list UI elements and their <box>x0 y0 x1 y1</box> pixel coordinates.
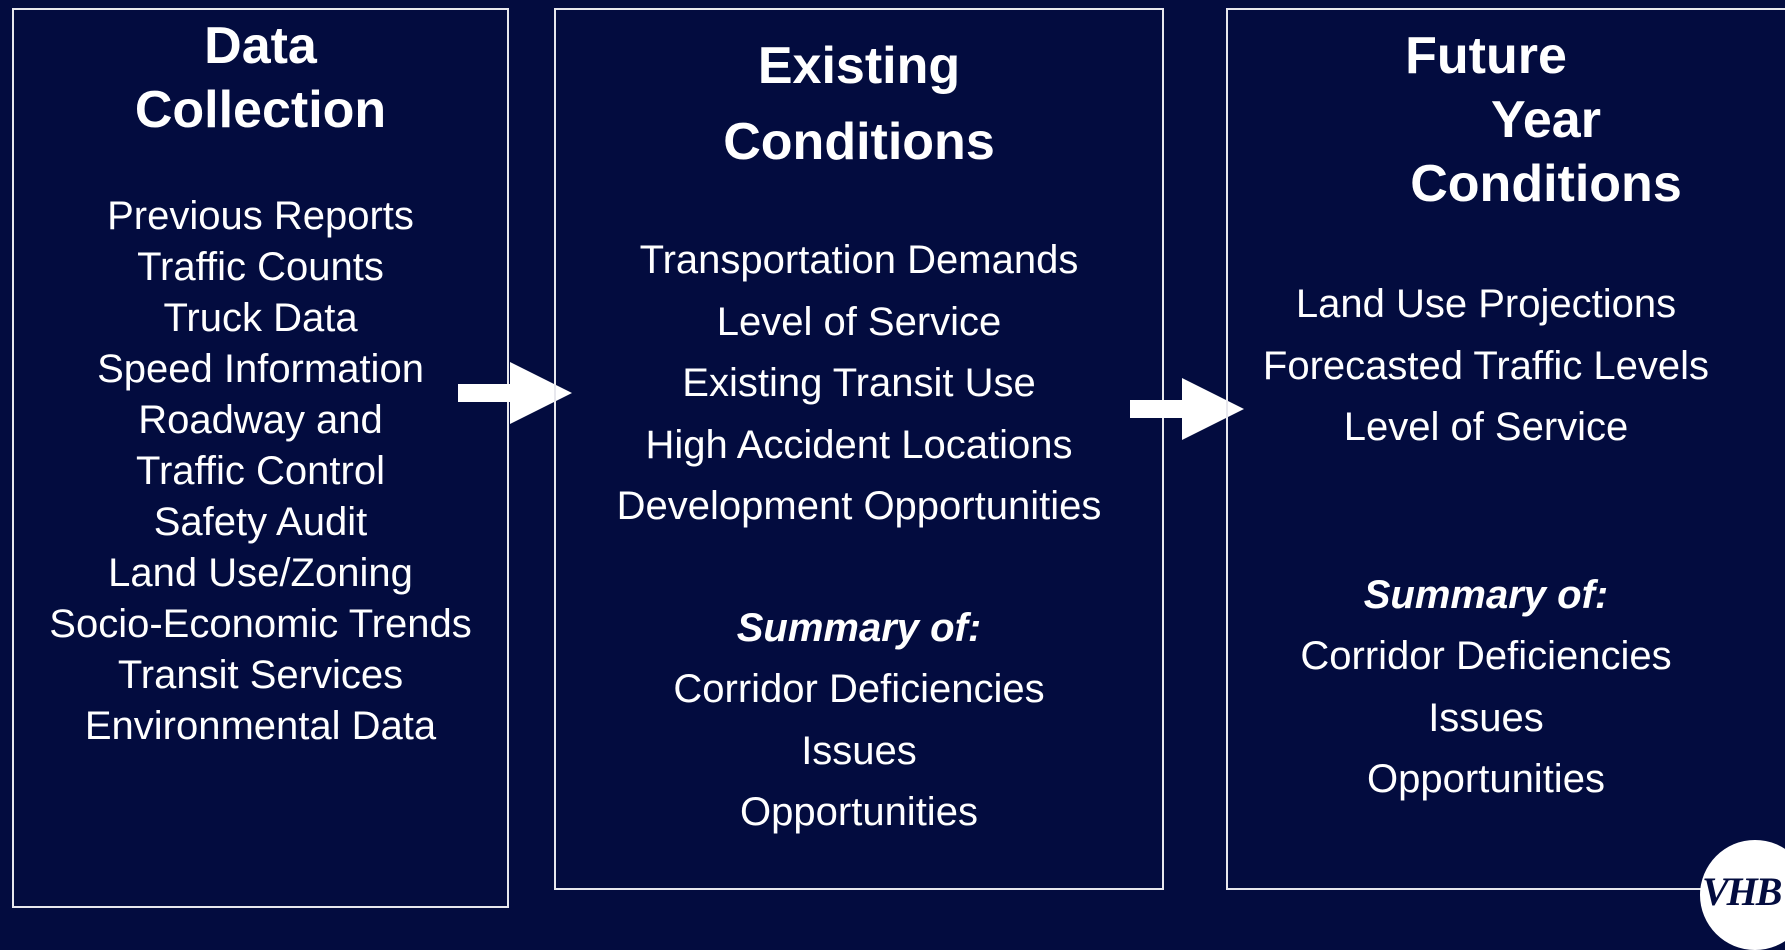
data-collection-panel: Data Collection Previous Reports Traffic… <box>12 8 509 908</box>
list-item: Level of Service <box>716 299 1002 344</box>
future-content: Land Use Projections Forecasted Traffic … <box>1168 274 1785 811</box>
list-item: Level of Service <box>1343 405 1629 449</box>
title-line: Future <box>1405 27 1567 85</box>
list-item: Socio-Economic Trends <box>49 602 472 646</box>
list-item: Development Opportunities <box>616 484 1102 528</box>
list-item: Traffic Control <box>136 449 385 493</box>
list-item: Roadway and <box>138 398 383 442</box>
future-summary: Summary of: Corridor Deficiencies Issues… <box>1168 565 1785 811</box>
right-arrow-icon <box>1130 378 1244 440</box>
list-item: Transportation Demands <box>639 238 1079 282</box>
list-item: Opportunities <box>1367 757 1605 801</box>
list-item: Corridor Deficiencies <box>1300 634 1672 678</box>
list-item: Previous Reports <box>107 194 414 238</box>
list-item: Speed Information <box>97 347 424 391</box>
list-item: Opportunities <box>740 790 978 834</box>
list-item: Existing Transit Use <box>682 361 1036 405</box>
list-item: Issues <box>1428 695 1544 740</box>
logo-text: VHB <box>1702 869 1782 914</box>
title-line: Year <box>1491 91 1601 149</box>
right-arrow-icon <box>458 362 572 424</box>
data-collection-list: Previous Reports Traffic Counts Truck Da… <box>14 191 507 752</box>
title-line: Collection <box>134 81 387 139</box>
title-line: Data <box>204 17 317 75</box>
summary-heading: Summary of: <box>736 605 982 650</box>
future-year-conditions-panel: Future Year Conditions Land Use Projecti… <box>1226 8 1785 890</box>
data-collection-title: Data Collection <box>14 14 507 142</box>
list-item: Transit Services <box>117 653 404 697</box>
list-item: Corridor Deficiencies <box>673 667 1045 711</box>
list-item: Environmental Data <box>84 704 437 748</box>
title-line: Conditions <box>1410 155 1682 213</box>
list-item: Truck Data <box>163 296 358 340</box>
list-item: Traffic Counts <box>137 245 384 289</box>
existing-conditions-panel: Existing Conditions Transportation Deman… <box>554 8 1164 890</box>
title-line: Conditions <box>723 113 995 171</box>
title-line: Existing <box>757 37 961 95</box>
list-item: Safety Audit <box>153 500 368 544</box>
summary-heading: Summary of: <box>1363 572 1609 617</box>
list-item: Land Use Projections <box>1295 282 1677 326</box>
existing-conditions-list: Transportation Demands Level of Service … <box>556 230 1162 538</box>
list-item: Issues <box>801 728 917 773</box>
existing-conditions-title: Existing Conditions <box>556 28 1162 180</box>
list-item: Forecasted Traffic Levels <box>1262 343 1710 388</box>
future-conditions-list: Land Use Projections Forecasted Traffic … <box>1168 274 1785 459</box>
list-item: Land Use/Zoning <box>108 551 413 595</box>
existing-summary: Summary of: Corridor Deficiencies Issues… <box>556 598 1162 844</box>
list-item: High Accident Locations <box>645 422 1073 467</box>
future-year-conditions-title: Future Year Conditions <box>1228 24 1785 216</box>
